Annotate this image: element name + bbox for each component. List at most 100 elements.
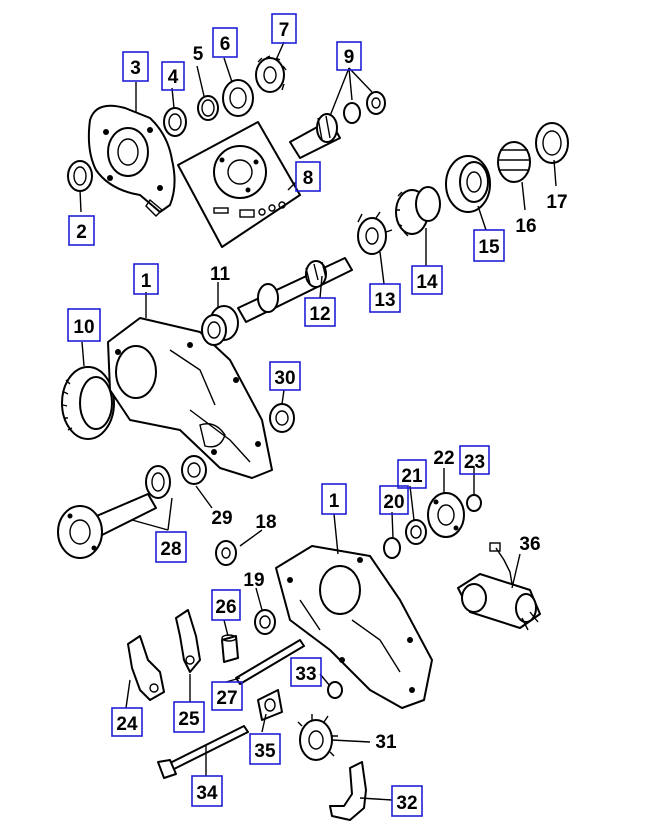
callout-20: 20 — [379, 485, 409, 515]
callout-36: 36 — [519, 534, 540, 555]
svg-text:28: 28 — [160, 539, 181, 560]
svg-text:19: 19 — [243, 570, 264, 591]
part-36-motor — [457, 542, 541, 631]
callout-17: 17 — [546, 192, 567, 213]
callout-10: 10 — [67, 308, 101, 342]
part-3-front-cover — [87, 104, 176, 217]
svg-text:11: 11 — [210, 264, 231, 285]
callout-31: 31 — [375, 732, 397, 753]
svg-text:12: 12 — [309, 304, 330, 325]
callout-28: 28 — [155, 531, 187, 563]
part-32-bracket — [329, 761, 367, 821]
svg-text:6: 6 — [220, 34, 231, 55]
callout-9: 9 — [336, 41, 362, 71]
svg-text:17: 17 — [546, 192, 567, 213]
callout-23: 23 — [459, 445, 490, 475]
part-6-pump-housing — [222, 79, 254, 117]
callout-11: 11 — [210, 264, 231, 285]
svg-text:9: 9 — [344, 47, 355, 68]
svg-text:3: 3 — [130, 58, 141, 79]
svg-text:24: 24 — [116, 714, 138, 735]
svg-text:2: 2 — [76, 222, 87, 243]
callout-21: 21 — [397, 459, 427, 489]
part-1-case-lower — [275, 545, 433, 709]
part-22-flange — [427, 492, 465, 538]
svg-text:18: 18 — [255, 512, 276, 533]
svg-text:32: 32 — [396, 793, 417, 814]
callout-6: 6 — [212, 27, 238, 58]
part-34-rod — [157, 725, 249, 779]
svg-text:10: 10 — [73, 317, 94, 338]
callout-1-lower: 1 — [321, 483, 347, 515]
part-1-case-upper — [107, 317, 273, 479]
svg-text:1: 1 — [329, 491, 340, 512]
callout-24: 24 — [111, 707, 143, 737]
part-19-bearing — [254, 609, 276, 635]
callout-15: 15 — [473, 229, 505, 262]
svg-text:20: 20 — [383, 492, 404, 513]
callout-14: 14 — [411, 265, 443, 295]
callout-5: 5 — [193, 44, 204, 65]
svg-text:1: 1 — [141, 271, 152, 292]
callout-2: 2 — [68, 215, 95, 246]
svg-text:13: 13 — [374, 290, 395, 311]
svg-text:33: 33 — [295, 664, 316, 685]
part-24-fork — [127, 635, 165, 701]
part-17-ring — [535, 122, 569, 164]
callout-4: 4 — [161, 61, 185, 91]
callout-3: 3 — [122, 51, 149, 82]
callout-25: 25 — [173, 701, 205, 733]
svg-text:25: 25 — [178, 709, 200, 730]
callout-32: 32 — [391, 785, 423, 817]
svg-text:23: 23 — [464, 452, 485, 473]
callout-8: 8 — [295, 161, 321, 192]
callout-7: 7 — [271, 13, 297, 44]
part-20-bushing — [383, 537, 401, 559]
svg-text:35: 35 — [254, 741, 276, 762]
svg-text:31: 31 — [375, 732, 397, 753]
part-5-ring — [197, 95, 219, 121]
svg-text:4: 4 — [168, 67, 179, 88]
part-10-ring — [61, 366, 115, 440]
svg-text:26: 26 — [215, 597, 236, 618]
part-31-gear — [297, 714, 338, 761]
part-13-hub — [357, 211, 393, 255]
part-26-pin — [221, 634, 239, 663]
callout-29: 29 — [211, 508, 232, 529]
part-29-seal — [181, 455, 207, 485]
svg-text:15: 15 — [478, 237, 500, 258]
svg-text:16: 16 — [515, 216, 536, 237]
part-21-seal — [405, 519, 427, 545]
callout-26: 26 — [211, 589, 241, 621]
part-27-rail — [235, 639, 305, 685]
svg-text:36: 36 — [519, 534, 540, 555]
callout-19: 19 — [243, 570, 264, 591]
part-14-gear — [395, 186, 441, 237]
part-4-bearing — [163, 107, 187, 137]
svg-text:27: 27 — [216, 688, 237, 709]
part-15-sprocket — [445, 155, 491, 213]
part-12-mainshaft — [237, 257, 353, 323]
svg-text:5: 5 — [193, 44, 204, 65]
part-23-nut — [466, 494, 482, 512]
svg-text:29: 29 — [211, 508, 232, 529]
callout-22: 22 — [433, 448, 454, 469]
callouts: 2 3 4 5 6 7 8 9 10 1 11 12 13 14 15 16 1… — [67, 13, 568, 817]
part-16-hub — [497, 141, 531, 183]
part-9-input-shaft — [289, 91, 386, 159]
callout-27: 27 — [211, 681, 243, 711]
svg-text:22: 22 — [433, 448, 454, 469]
callout-30: 30 — [269, 361, 301, 391]
callout-34: 34 — [191, 775, 223, 807]
svg-text:8: 8 — [303, 168, 314, 189]
callout-12: 12 — [304, 297, 336, 327]
callout-16: 16 — [515, 216, 536, 237]
svg-text:34: 34 — [196, 783, 218, 804]
part-35-detent — [257, 689, 283, 721]
part-25-fork — [175, 609, 201, 673]
callout-1-upper: 1 — [133, 263, 159, 295]
svg-text:21: 21 — [401, 466, 423, 487]
part-7-gear — [255, 55, 287, 93]
part-2-seal — [67, 160, 93, 192]
